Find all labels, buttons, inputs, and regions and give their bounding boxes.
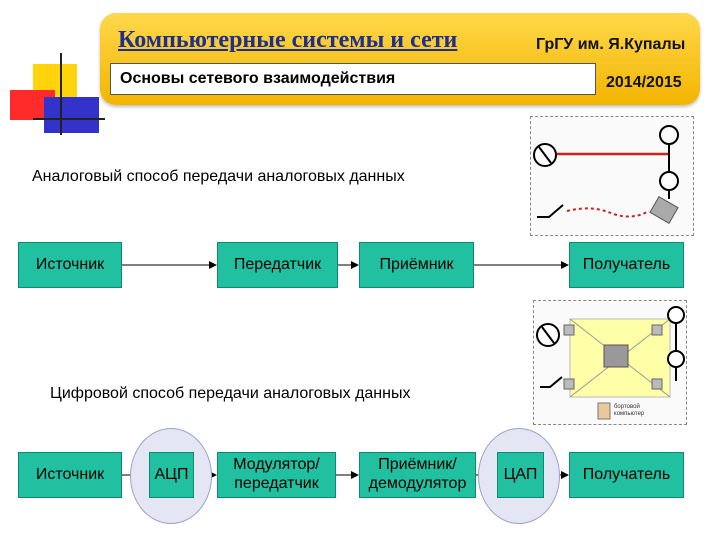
dac-block: ЦАП <box>497 452 544 498</box>
analog-receiver-block: Приёмник <box>359 242 474 288</box>
figure2-caption: бортовой компьютер <box>614 404 645 417</box>
course-title: Компьютерные системы и сети <box>118 27 458 53</box>
academic-year: 2014/2015 <box>606 74 682 91</box>
analog-transmitter-block: Передатчик <box>217 242 338 288</box>
digital-illustration-drawing <box>536 306 685 420</box>
university-name: ГрГУ им. Я.Купалы <box>536 36 686 53</box>
digital-heading: Цифровой способ передачи аналоговых данн… <box>50 385 411 402</box>
analog-destination-block: Получатель <box>569 242 684 288</box>
modulator-transmitter-block: Модулятор/ передатчик <box>217 452 336 498</box>
lecture-title: Основы сетевого взаимодействия <box>120 70 396 87</box>
decor-horizontal-line <box>33 118 105 120</box>
digital-illustration <box>533 300 687 425</box>
receiver-demodulator-block: Приёмник/ демодулятор <box>359 452 476 498</box>
digital-destination-block: Получатель <box>569 452 684 498</box>
analog-heading: Аналоговый способ передачи аналоговых да… <box>32 168 405 185</box>
analog-source-block: Источник <box>18 242 122 288</box>
lecture-title-box <box>110 63 596 95</box>
adc-block: АЦП <box>149 452 194 498</box>
decor-blue-square <box>44 97 99 133</box>
analog-illustration-drawing <box>533 125 679 224</box>
decor-vertical-line <box>60 53 62 135</box>
analog-illustration <box>530 116 694 236</box>
digital-source-block: Источник <box>18 452 122 498</box>
